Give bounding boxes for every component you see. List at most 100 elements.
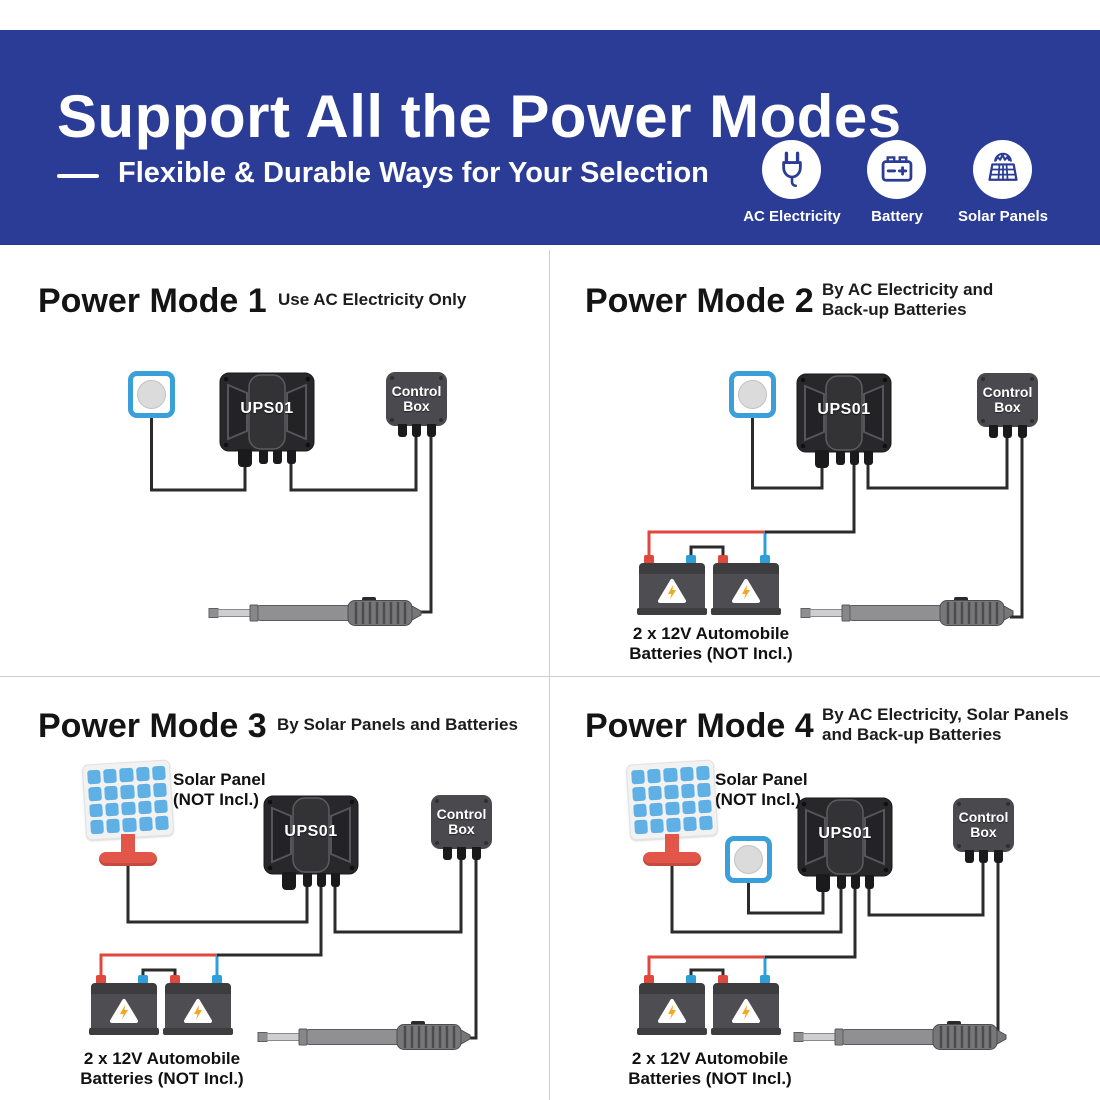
hazard-bolt-icon — [184, 999, 212, 1023]
solar-panel-base — [643, 852, 701, 866]
m4-battery-caption: 2 x 12V Automobile Batteries (NOT Incl.) — [560, 1049, 860, 1089]
vertical-divider — [549, 250, 550, 1100]
m3-battery-caption: 2 x 12V Automobile Batteries (NOT Incl.) — [12, 1049, 312, 1089]
screw-icon — [435, 841, 439, 845]
battery-top — [639, 563, 705, 574]
m3-wire-solar-ups — [126, 862, 309, 924]
battery-base — [163, 1028, 233, 1035]
m3-wire-battery-positive — [99, 953, 217, 983]
mode2-title: Power Mode 2 — [585, 282, 814, 320]
control-box-port — [1017, 425, 1027, 438]
ups-port — [330, 873, 340, 887]
m3-battery-2 — [163, 975, 233, 1035]
ups-port — [863, 451, 873, 465]
m3-wire-ups-controlbox — [333, 846, 463, 934]
solar-panels-icon — [973, 140, 1032, 199]
m1-outlet-socket — [137, 380, 166, 409]
screw-icon — [484, 841, 488, 845]
battery-top — [165, 983, 231, 994]
control-box-port — [993, 850, 1003, 863]
control-box-port — [456, 847, 466, 860]
m1-wire-outlet-ups — [150, 408, 247, 492]
control-box-port — [1002, 425, 1012, 438]
screw-icon — [435, 799, 439, 803]
mode3-title: Power Mode 3 — [38, 707, 267, 745]
control-box-label: Control Box — [391, 383, 442, 414]
ups-port — [258, 450, 268, 464]
mode2-subtitle: By AC Electricity and Back-up Batteries — [822, 280, 993, 320]
ups-port — [850, 875, 860, 889]
hazard-bolt-icon — [110, 999, 138, 1023]
solar-caption-line2: (NOT Incl.) — [173, 790, 259, 809]
m1-linear-actuator — [208, 597, 422, 626]
battery-caption-line2: Batteries (NOT Incl.) — [80, 1069, 244, 1088]
m2-wire-battery-ups — [765, 452, 856, 534]
ups-housing — [263, 795, 359, 875]
page-title: Support All the Power Modes — [57, 83, 902, 150]
screw-icon — [439, 376, 443, 380]
screw-icon — [981, 377, 985, 381]
mode4-subtitle-line2: and Back-up Batteries — [822, 725, 1002, 744]
m4-wire-battery-ups — [765, 876, 857, 959]
ups-gland — [816, 874, 830, 892]
subtitle-dash — [57, 174, 99, 178]
m4-battery-2 — [711, 975, 781, 1035]
m3-wire-controlbox-actuator — [464, 846, 478, 1040]
control-box-port — [978, 850, 988, 863]
m4-wire-ups-controlbox — [867, 848, 985, 917]
solar-panel-base — [99, 852, 157, 866]
battery-caption-line1: 2 x 12V Automobile — [83, 1049, 241, 1068]
ups-port — [836, 875, 846, 889]
m2-wire-battery-positive — [647, 530, 765, 560]
ups-housing — [797, 797, 893, 877]
battery-base — [637, 1028, 707, 1035]
m4-wire-controlbox-actuator — [996, 848, 1003, 1039]
m4-control-box: Control Box — [953, 798, 1014, 863]
battery-base — [89, 1028, 159, 1035]
battery-negative-terminal — [760, 555, 770, 566]
mode3-subtitle: By Solar Panels and Batteries — [277, 715, 518, 734]
m2-wire-ups-controlbox — [866, 424, 1009, 490]
screw-icon — [957, 802, 961, 806]
ups-port — [286, 450, 296, 464]
ups-port — [864, 875, 874, 889]
m2-control-box: Control Box — [977, 373, 1038, 438]
mode4-subtitle-line1: By AC Electricity, Solar Panels — [822, 705, 1069, 724]
battery-negative-terminal — [686, 555, 696, 566]
page-subtitle: Flexible & Durable Ways for Your Selecti… — [118, 157, 709, 189]
m4-wire-outlet-ups — [747, 872, 825, 915]
header-band: Support All the Power Modes Flexible & D… — [0, 30, 1100, 245]
control-box-port — [426, 424, 436, 437]
ups01-label: UPS01 — [284, 823, 338, 840]
m4-wire-battery-positive — [647, 955, 765, 983]
screw-icon — [1006, 844, 1010, 848]
m4-wire-solar-ups — [670, 862, 843, 934]
control-box-label: Control Box — [436, 806, 487, 837]
battery-caption-line1: 2 x 12V Automobile — [631, 1049, 789, 1068]
battery-icon — [867, 140, 926, 199]
m2-outlet-socket — [738, 380, 767, 409]
control-box-port — [397, 424, 407, 437]
m2-linear-actuator — [800, 597, 1014, 626]
screw-icon — [1006, 802, 1010, 806]
ups-housing — [796, 373, 892, 453]
battery-negative-terminal — [686, 975, 696, 986]
m2-ups01-device: UPS01 — [796, 373, 892, 469]
m2-wire-battery-jumper — [689, 545, 725, 560]
solar-panels-label: Solar Panels — [957, 208, 1049, 225]
m1-outlet — [128, 371, 175, 418]
m3-ups01-device: UPS01 — [263, 795, 359, 891]
ups-gland — [815, 450, 829, 468]
m1-wire-controlbox-actuator — [417, 424, 433, 614]
ups01-label: UPS01 — [818, 825, 872, 842]
battery-positive-terminal — [644, 555, 654, 566]
hazard-bolt-icon — [658, 579, 686, 603]
m4-solar-caption: Solar Panel (NOT Incl.) — [715, 770, 808, 810]
m4-outlet — [725, 836, 772, 883]
m3-linear-actuator — [257, 1021, 471, 1050]
battery-negative-terminal — [760, 975, 770, 986]
solar-caption-line1: Solar Panel — [715, 770, 808, 789]
control-box-port — [442, 847, 452, 860]
mode1-subtitle: Use AC Electricity Only — [278, 290, 467, 309]
